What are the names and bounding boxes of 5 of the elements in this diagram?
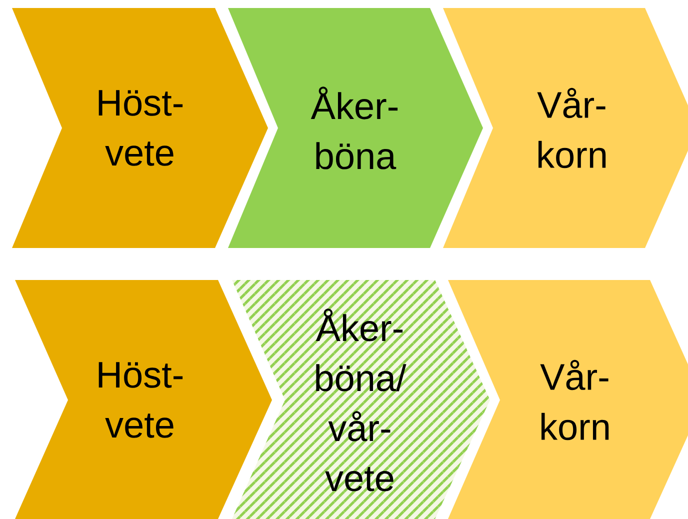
process-step: Höst- vete bbox=[12, 8, 268, 248]
process-step: Åker- böna bbox=[228, 8, 483, 248]
process-step: Vår- korn bbox=[448, 280, 688, 519]
process-step: Höst- vete bbox=[15, 280, 272, 519]
process-step: Vår- korn bbox=[443, 8, 688, 248]
